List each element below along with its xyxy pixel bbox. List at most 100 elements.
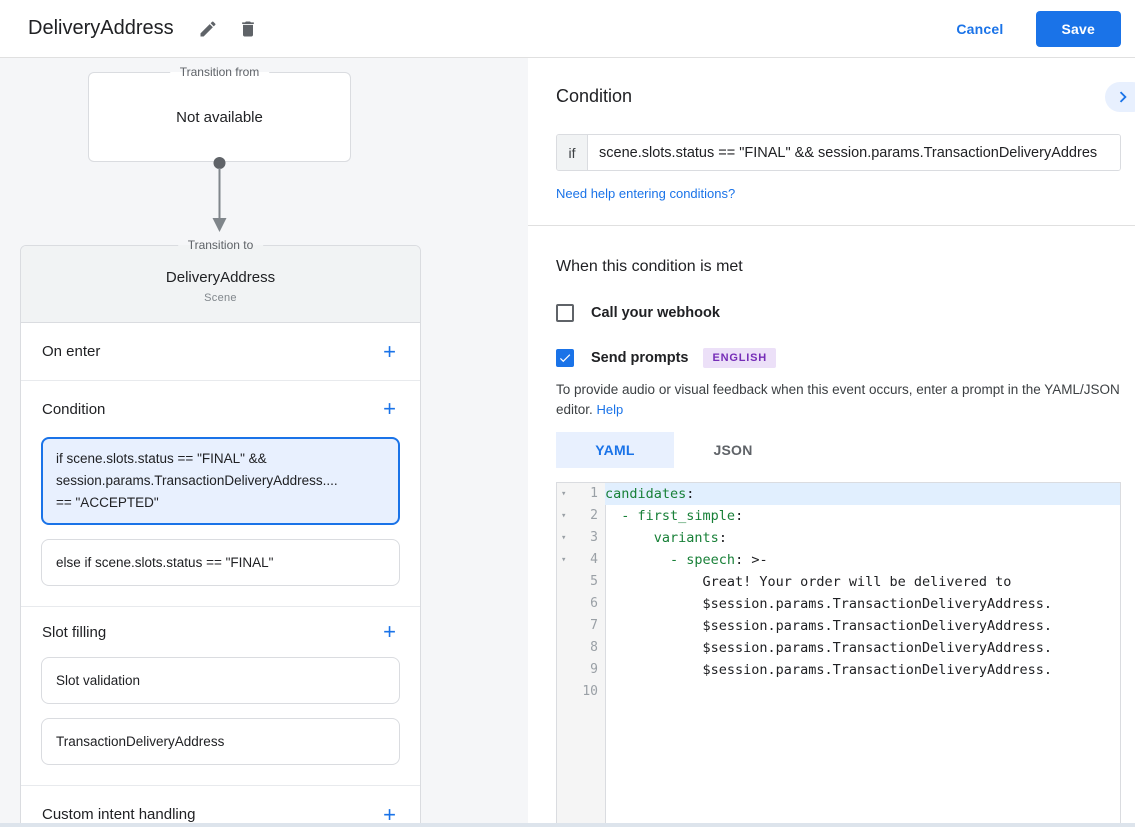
editor-gutter: 6: [557, 593, 605, 615]
transition-from-value: Not available: [176, 108, 263, 126]
editor-line[interactable]: 9 $session.params.TransactionDeliveryAdd…: [557, 659, 1120, 681]
editor-gutter: 10: [557, 681, 605, 703]
editor-gutter: ▾1: [557, 483, 605, 505]
line-number: 8: [590, 640, 598, 655]
collapse-panel-button[interactable]: [1105, 82, 1135, 112]
help-link[interactable]: Help: [596, 402, 624, 417]
slot-card[interactable]: TransactionDeliveryAddress: [41, 718, 400, 765]
webhook-checkbox-row: Call your webhook: [556, 304, 1121, 322]
condition-panel-title: Condition: [556, 86, 633, 106]
code-line: variants:: [653, 530, 727, 546]
code-line: $session.params.TransactionDeliveryAddre…: [605, 662, 1053, 678]
send-prompts-label: Send prompts: [591, 350, 689, 366]
editor-gutter: 5: [557, 571, 605, 593]
prompt-description: To provide audio or visual feedback when…: [556, 380, 1121, 420]
add-icon[interactable]: +: [375, 803, 404, 827]
when-met-title: When this condition is met: [556, 258, 743, 275]
code-line: $session.params.TransactionDeliveryAddre…: [605, 596, 1053, 612]
slot-filling-title: Slot filling: [42, 623, 107, 641]
section-slot-filling: Slot filling + Slot validation Transacti…: [21, 607, 420, 786]
on-enter-title: On enter: [42, 343, 101, 360]
editor-gutter: ▾3: [557, 527, 605, 549]
line-number: 10: [582, 684, 598, 699]
editor-tabs: YAML JSON: [556, 432, 1121, 468]
editor-gutter: 9: [557, 659, 605, 681]
code-line: $session.params.TransactionDeliveryAddre…: [605, 640, 1053, 656]
section-custom-intent: Custom intent handling +: [21, 786, 420, 827]
fold-arrow-icon[interactable]: ▾: [561, 533, 567, 543]
condition-card[interactable]: else if scene.slots.status == "FINAL": [41, 539, 400, 586]
condition-title: Condition: [42, 400, 106, 418]
tab-yaml[interactable]: YAML: [556, 432, 674, 468]
action-buttons: Cancel Save: [950, 10, 1121, 47]
editor-line[interactable]: 8 $session.params.TransactionDeliveryAdd…: [557, 637, 1120, 659]
editor-line[interactable]: 10: [557, 681, 1120, 703]
code-line: $session.params.TransactionDeliveryAddre…: [605, 618, 1053, 634]
code-line: - speech: >-: [670, 552, 768, 568]
condition-card-selected[interactable]: if scene.slots.status == "FINAL" && sess…: [41, 437, 400, 525]
section-on-enter: On enter +: [21, 323, 420, 381]
section-condition: Condition + if scene.slots.status == "FI…: [21, 381, 420, 607]
editor-line[interactable]: 6 $session.params.TransactionDeliveryAdd…: [557, 593, 1120, 615]
line-number: 6: [590, 596, 598, 611]
code-line: Great! Your order will be delivered to: [605, 574, 1012, 590]
editor-gutter: ▾2: [557, 505, 605, 527]
line-number: 3: [590, 530, 598, 545]
slot-card[interactable]: Slot validation: [41, 657, 400, 704]
fold-arrow-icon[interactable]: ▾: [561, 489, 567, 499]
scene-graph-pane: Transition from Not available Transition…: [0, 58, 528, 827]
scene-card-header[interactable]: DeliveryAddress Scene: [21, 246, 420, 323]
code-line: - first_simple:: [621, 508, 744, 524]
pencil-icon: [198, 19, 218, 39]
line-number: 4: [590, 552, 598, 567]
scene-type: Scene: [204, 292, 237, 304]
top-bar: DeliveryAddress Cancel Save: [0, 0, 1135, 58]
code-line: [605, 681, 1120, 703]
line-number: 2: [590, 508, 598, 523]
condition-expression-row: if: [556, 134, 1121, 171]
transition-to-box: Transition to DeliveryAddress Scene On e…: [20, 238, 421, 827]
language-badge: ENGLISH: [703, 348, 776, 368]
line-number: 7: [590, 618, 598, 633]
cancel-button[interactable]: Cancel: [950, 20, 1009, 38]
line-number: 5: [590, 574, 598, 589]
transition-arrow: [212, 157, 227, 232]
fold-arrow-icon[interactable]: ▾: [561, 555, 567, 565]
section-divider: [528, 225, 1135, 226]
title-group: DeliveryAddress: [28, 13, 264, 45]
fold-arrow-icon[interactable]: ▾: [561, 511, 567, 521]
line-number: 1: [590, 486, 598, 501]
editor-gutter: 7: [557, 615, 605, 637]
condition-detail-pane: Condition if Need help entering conditio…: [528, 58, 1135, 827]
editor-line[interactable]: 5 Great! Your order will be delivered to: [557, 571, 1120, 593]
add-icon[interactable]: +: [375, 340, 404, 364]
condition-expression-input[interactable]: [588, 135, 1120, 170]
add-icon[interactable]: +: [375, 620, 404, 644]
chevron-right-icon: [1112, 86, 1134, 108]
editor-line[interactable]: ▾ 4 - speech: >-: [557, 549, 1120, 571]
editor-line[interactable]: ▾3 variants:: [557, 527, 1120, 549]
editor-line[interactable]: ▾2 - first_simple:: [557, 505, 1120, 527]
custom-intent-title: Custom intent handling: [42, 806, 196, 823]
edit-scene-button[interactable]: [192, 13, 224, 45]
webhook-checkbox[interactable]: [556, 304, 574, 322]
trash-icon: [238, 19, 258, 39]
line-number: 9: [590, 662, 598, 677]
tab-json[interactable]: JSON: [674, 432, 792, 468]
send-prompts-checkbox[interactable]: [556, 349, 574, 367]
editor-gutter: 8: [557, 637, 605, 659]
condition-help-link[interactable]: Need help entering conditions?: [556, 186, 736, 201]
page-title: DeliveryAddress: [28, 17, 174, 39]
scene-name: DeliveryAddress: [165, 269, 276, 286]
delete-scene-button[interactable]: [232, 13, 264, 45]
add-icon[interactable]: +: [375, 397, 404, 421]
save-button[interactable]: Save: [1035, 10, 1121, 47]
send-prompts-checkbox-row: Send prompts ENGLISH: [556, 348, 1121, 368]
transition-to-label: Transition to: [177, 238, 264, 252]
if-prefix-label: if: [557, 135, 588, 170]
editor-line[interactable]: 7 $session.params.TransactionDeliveryAdd…: [557, 615, 1120, 637]
horizontal-scrollbar[interactable]: [0, 823, 1135, 827]
